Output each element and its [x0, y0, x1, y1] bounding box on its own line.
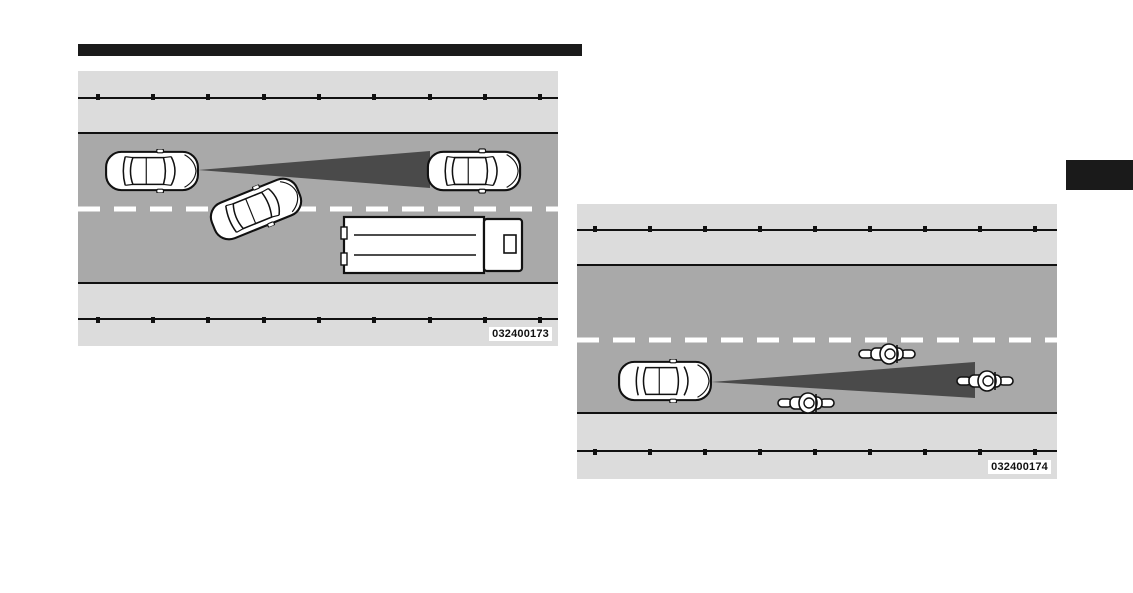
figure-code: 032400174: [988, 460, 1051, 474]
figure-1: 032400173: [78, 71, 558, 346]
car-icon: [106, 149, 198, 193]
section-header-bar: [78, 44, 582, 56]
figure-1-illustration: [78, 71, 558, 346]
truck-icon: [341, 217, 522, 273]
figure-2: 032400174: [577, 204, 1057, 479]
chapter-tab: [1066, 160, 1133, 190]
figure-code: 032400173: [489, 327, 552, 341]
figure-2-illustration: [577, 204, 1057, 479]
car-icon: [619, 359, 711, 403]
car-icon: [428, 149, 520, 193]
